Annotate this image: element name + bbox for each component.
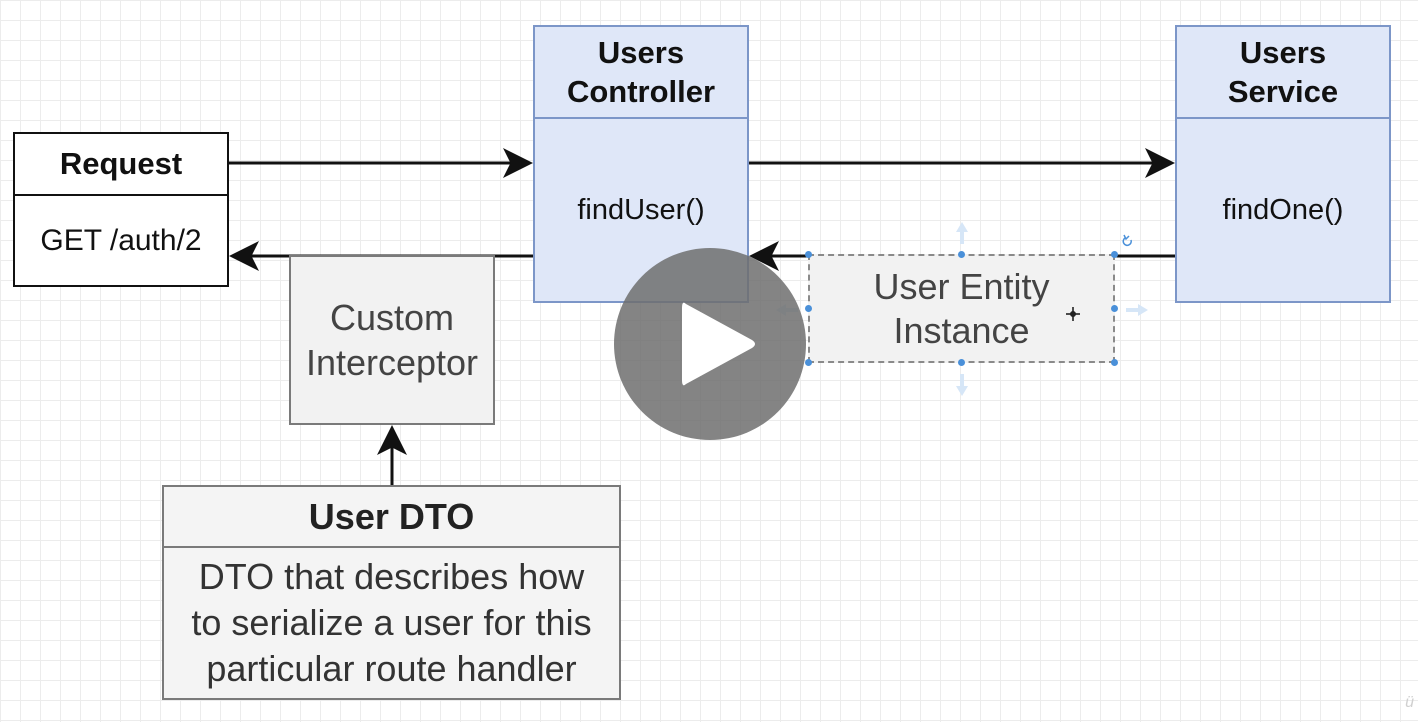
users-service-box[interactable]: Users Service findOne() — [1175, 25, 1391, 303]
user-dto-box[interactable]: User DTO DTO that describes how to seria… — [162, 485, 621, 700]
users-controller-method: findUser() — [577, 193, 705, 226]
rotate-handle-icon — [1122, 234, 1132, 247]
hint-arrow-up-icon — [956, 222, 968, 244]
selection-handle-bm[interactable] — [958, 359, 965, 366]
hint-arrow-right-icon — [1126, 304, 1148, 316]
selection-handle-tl[interactable] — [805, 251, 812, 258]
user-entity-instance-box[interactable]: User Entity Instance — [808, 254, 1115, 363]
selection-handle-tm[interactable] — [958, 251, 965, 258]
move-cursor-icon — [1066, 307, 1080, 321]
selection-handle-bl[interactable] — [805, 359, 812, 366]
users-controller-box[interactable]: Users Controller findUser() — [533, 25, 749, 303]
selection-handle-mr[interactable] — [1111, 305, 1118, 312]
user-dto-title: User DTO — [164, 487, 619, 548]
player-logo-watermark: ü — [1405, 694, 1414, 711]
custom-interceptor-box[interactable]: Custom Interceptor — [289, 255, 495, 425]
request-box[interactable]: Request GET /auth/2 — [13, 132, 229, 287]
request-title: Request — [15, 134, 227, 196]
selection-handle-ml[interactable] — [805, 305, 812, 312]
request-route: GET /auth/2 — [40, 223, 202, 257]
selection-handle-tr[interactable] — [1111, 251, 1118, 258]
hint-arrow-down-icon — [956, 374, 968, 396]
play-icon — [682, 302, 755, 386]
selection-handle-br[interactable] — [1111, 359, 1118, 366]
users-controller-title: Users Controller — [535, 27, 747, 119]
video-play-button[interactable] — [614, 248, 806, 440]
user-dto-description: DTO that describes how to serialize a us… — [191, 556, 592, 689]
users-service-method: findOne() — [1222, 193, 1344, 226]
users-service-title: Users Service — [1177, 27, 1389, 119]
